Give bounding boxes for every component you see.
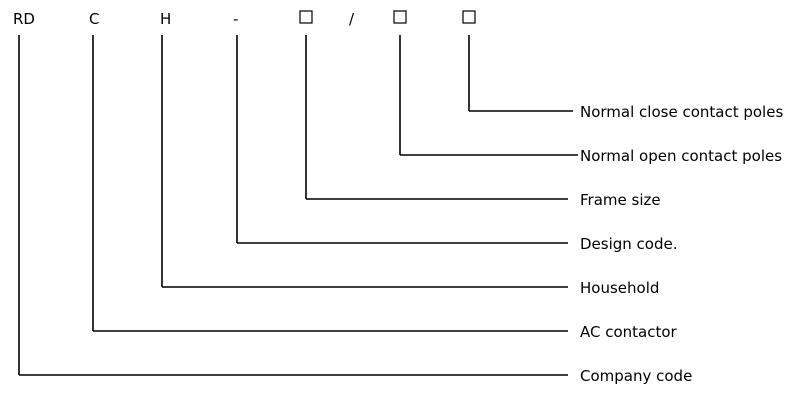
label-normal-open-contact-poles: Normal open contact poles (580, 147, 782, 165)
code-placeholder-close-poles-box (462, 10, 476, 24)
code-segment-h: H (160, 10, 171, 28)
label-household: Household (580, 279, 659, 297)
code-segment-rd: RD (13, 10, 35, 28)
label-company-code: Company code (580, 367, 692, 385)
label-frame-size: Frame size (580, 191, 661, 209)
code-segment-c: C (89, 10, 99, 28)
code-segment-dash: - (233, 10, 238, 28)
label-design-code: Design code. (580, 235, 678, 253)
label-ac-contactor: AC contactor (580, 323, 678, 341)
code-placeholder-open-poles-box (393, 10, 407, 24)
code-segment-slash: / (349, 10, 355, 28)
code-placeholder-frame-size-box (299, 10, 313, 24)
label-normal-close-contact-poles: Normal close contact poles (580, 103, 783, 121)
